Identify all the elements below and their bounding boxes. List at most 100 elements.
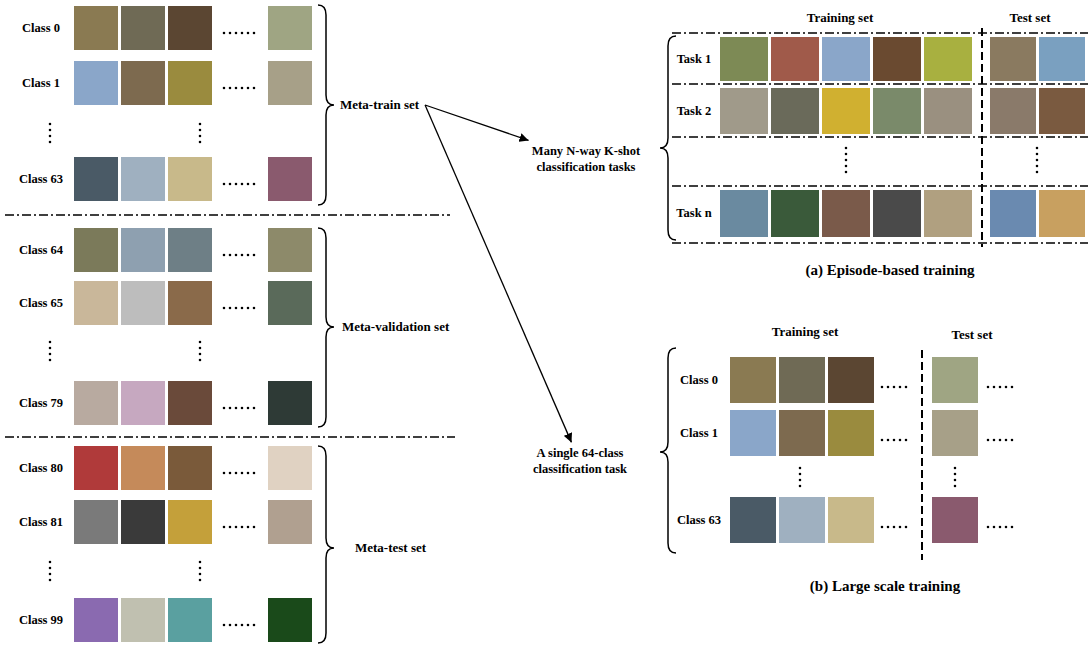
class-label: Class 1 (22, 76, 60, 91)
set-label: Meta-validation set (342, 319, 449, 335)
ellipsis-dots (224, 183, 260, 186)
photo-thumbnail (720, 88, 768, 134)
photo-thumbnail (779, 357, 825, 403)
column-header: Test set (1009, 10, 1050, 26)
ellipsis-dots (988, 526, 1018, 529)
photo-thumbnail (932, 410, 978, 456)
connector-arrow (425, 105, 529, 140)
ellipsis-dots (845, 148, 848, 176)
photo-thumbnail (924, 37, 972, 81)
dash-dot-separator (672, 136, 1088, 137)
ellipsis-dots (988, 439, 1018, 442)
photo-thumbnail (268, 281, 312, 325)
photo-thumbnail (720, 37, 768, 81)
ellipsis-dots (49, 124, 52, 148)
photo-thumbnail (268, 500, 312, 544)
photo-thumbnail (168, 446, 212, 490)
ellipsis-dots (224, 307, 260, 310)
photo-thumbnail (771, 37, 819, 81)
curly-brace (660, 36, 676, 240)
ellipsis-dots (224, 526, 260, 529)
photo-thumbnail (873, 190, 921, 237)
class-label: Class 65 (19, 296, 63, 311)
photo-thumbnail (779, 410, 825, 456)
photo-thumbnail (828, 497, 874, 543)
photo-thumbnail (268, 446, 312, 490)
column-header: Training set (772, 324, 839, 340)
ellipsis-dots (224, 87, 260, 90)
class-label: Class 0 (680, 373, 718, 388)
train-test-divider (981, 28, 983, 247)
photo-thumbnail (771, 88, 819, 134)
class-label: Class 80 (19, 461, 63, 476)
node-text: Many N-way K-shot classification tasks (516, 144, 656, 175)
photo-thumbnail (1039, 37, 1085, 81)
ellipsis-dots (49, 562, 52, 586)
photo-thumbnail (1039, 190, 1085, 237)
class-label: Class 1 (680, 426, 718, 441)
photo-thumbnail (121, 500, 165, 544)
class-label: Class 0 (22, 21, 60, 36)
task-description: Many N-way K-shot classification tasks (516, 144, 656, 175)
task-label: Task n (676, 206, 711, 221)
node-text: Meta-train set (340, 97, 419, 113)
photo-thumbnail (924, 88, 972, 134)
photo-thumbnail (1039, 88, 1085, 134)
photo-thumbnail (720, 190, 768, 237)
curly-brace (318, 228, 334, 427)
curly-brace (318, 446, 334, 643)
photo-thumbnail (74, 157, 118, 201)
class-label: Class 79 (19, 396, 63, 411)
photo-thumbnail (168, 500, 212, 544)
dash-dot-separator (5, 436, 455, 437)
photo-thumbnail (121, 228, 165, 272)
photo-thumbnail (121, 61, 165, 105)
photo-thumbnail (74, 228, 118, 272)
photo-thumbnail (121, 598, 165, 642)
column-header: Test set (951, 327, 992, 343)
class-label: Class 63 (677, 513, 721, 528)
ellipsis-dots (882, 526, 912, 529)
photo-thumbnail (74, 446, 118, 490)
dash-dot-separator (5, 214, 450, 215)
photo-thumbnail (822, 190, 870, 237)
column-header: Training set (807, 10, 874, 26)
photo-thumbnail (268, 381, 312, 425)
task-description: A single 64-class classification task (515, 446, 645, 477)
photo-thumbnail (268, 598, 312, 642)
class-label: Class 99 (19, 613, 63, 628)
photo-thumbnail (168, 598, 212, 642)
photo-thumbnail (873, 37, 921, 81)
ellipsis-dots (988, 386, 1018, 389)
photo-thumbnail (924, 190, 972, 237)
photo-thumbnail (822, 88, 870, 134)
train-test-divider (921, 350, 923, 560)
ellipsis-dots (954, 468, 957, 490)
photo-thumbnail (74, 500, 118, 544)
photo-thumbnail (990, 88, 1036, 134)
ellipsis-dots (199, 342, 202, 366)
photo-thumbnail (268, 228, 312, 272)
ellipsis-dots (799, 468, 802, 490)
ellipsis-dots (224, 254, 260, 257)
photo-thumbnail (990, 190, 1036, 237)
task-label: Task 1 (677, 52, 712, 67)
panel-caption: (a) Episode-based training (805, 261, 974, 279)
photo-thumbnail (730, 357, 776, 403)
photo-thumbnail (168, 6, 212, 50)
curly-brace (660, 348, 676, 553)
photo-thumbnail (268, 6, 312, 50)
ellipsis-dots (199, 124, 202, 148)
photo-thumbnail (828, 357, 874, 403)
photo-thumbnail (990, 37, 1036, 81)
ellipsis-dots (224, 472, 260, 475)
class-label: Class 81 (19, 515, 63, 530)
photo-thumbnail (828, 410, 874, 456)
node-text: A single 64-class classification task (515, 446, 645, 477)
class-label: Class 64 (19, 243, 63, 258)
photo-thumbnail (268, 157, 312, 201)
photo-thumbnail (121, 6, 165, 50)
ellipsis-dots (882, 439, 912, 442)
